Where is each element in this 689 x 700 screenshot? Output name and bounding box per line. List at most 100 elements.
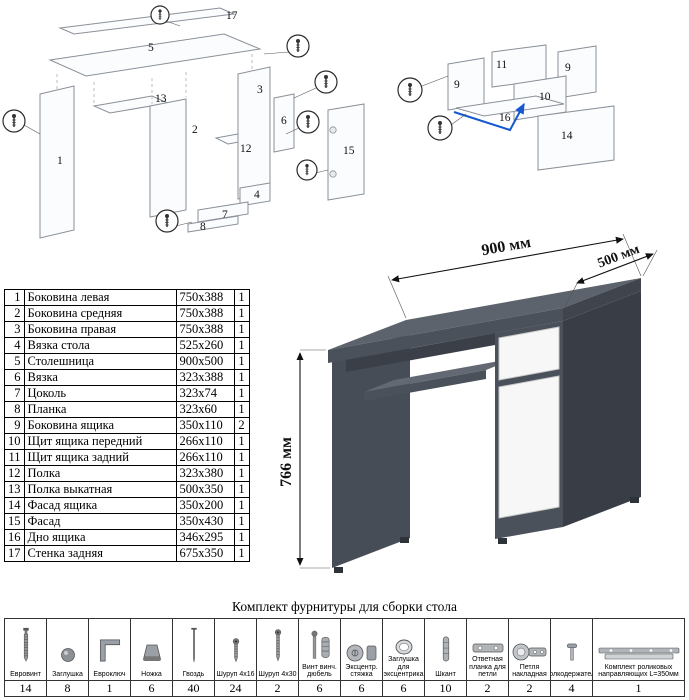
hardware-item-qty: 24 [214,680,257,698]
hex-key-icon [90,627,129,663]
hardware-item-cell: Гвоздь [172,617,215,682]
part-qty: 1 [233,289,250,306]
part-name: Боковина средняя [23,305,177,322]
hardware-item-qty: 6 [298,680,341,698]
hardware-item-qty: 8 [46,680,89,698]
hardware-item-label: Заглушка [52,671,83,679]
part-qty: 1 [233,369,250,386]
shelf-pin-icon [552,627,591,663]
part-number: 16 [4,529,25,546]
drawer-front [498,326,560,381]
part-number: 17 [4,545,25,562]
hinge-marks [329,126,337,178]
part-qty: 1 [233,449,250,466]
part-callout-label: 17 [226,10,238,22]
hardware-item-label: Эксцентр. стяжка [345,663,378,679]
part-size: 750х388 [175,305,235,322]
part-name: Планка [23,401,177,418]
hardware-item-label: Петля накладная [512,663,547,679]
hardware-item-label: Ножка [141,671,162,679]
hardware-item-label: Комплект роликовых направляющих L=350мм [598,663,679,679]
dimension-lines [296,236,654,566]
width-dimension-label: 900 мм [480,234,532,259]
part-size: 323х388 [175,369,235,386]
hardware-kit-table: Евровинт Заглушка Евроключ Ножка Гвоздь Шуруп… [4,617,685,698]
screw-long-icon [258,627,297,663]
drawer-slide-icon [594,627,683,663]
hardware-item-cell: Комплект роликовых направляющих L=350мм [592,617,685,682]
drawer-leader-lines [421,75,467,126]
part-callout-label: 16 [499,112,511,124]
part-qty: 1 [233,385,250,402]
part-name: Вязка [23,369,177,386]
desk-panels-group [39,7,365,239]
hardware-kit-title: Комплект фурнитуры для сборки стола [232,599,457,614]
part-callout-label: 8 [200,221,206,233]
hardware-item-label: Ответная планка для петли [469,656,506,679]
part-size: 900х500 [175,353,235,370]
hardware-item-qty: 1 [88,680,131,698]
hardware-item-cell: Шуруп 4х30 [256,617,299,682]
part-callout-label: 1 [57,155,63,167]
part-callout-label: 12 [240,143,252,155]
part-name: Полка выкатная [23,481,177,498]
cam-lock-icon [342,627,381,663]
hardware-item-qty: 4 [550,680,593,698]
part-callout-label: 11 [496,59,507,71]
part-number: 4 [4,337,25,354]
confirmat-screw-icon [6,627,45,663]
part-name: Боковина правая [23,321,177,338]
hardware-item-cell: Полкодержатель [550,617,593,682]
part-number: 12 [4,465,25,482]
pedestal-side [563,291,641,527]
part-size: 323х60 [175,401,235,418]
hardware-item-label: Гвоздь [182,671,205,679]
height-dimension-label: 766 мм [278,437,295,487]
part-callout-label: 4 [254,189,260,201]
part-callout-label: 9 [454,79,460,91]
part-size: 750х388 [175,289,235,306]
hardware-item-qty: 2 [508,680,551,698]
part-name: Цоколь [23,385,177,402]
bottom-insertion-arrow [453,102,525,132]
part-size: 525х260 [175,337,235,354]
part-size: 675х350 [175,545,235,562]
part-callout-label: 9 [565,62,571,74]
part-number: 15 [4,513,25,530]
desk-3d-view: 900 мм 500 мм 766 мм [278,234,658,573]
callout-leader-lines [23,20,329,227]
hardware-item-label: Евроключ [93,671,126,679]
part-qty: 1 [233,321,250,338]
part-number: 1 [4,289,25,306]
part-name: Вязка стола [23,337,177,354]
bolt-dowel-icon [300,627,339,663]
part-qty: 1 [233,337,250,354]
hinge-plate-icon [468,620,507,656]
hardware-item-qty: 10 [424,680,467,698]
part-name: Щит ящика задний [23,449,177,466]
part-qty: 1 [233,401,250,418]
part-name: Боковина левая [23,289,177,306]
part-number: 8 [4,401,25,418]
hardware-item-cell: Ответная планка для петли [466,617,509,682]
hardware-item-label: Полкодержатель [552,671,592,679]
desktop-top [328,278,641,350]
part-name: Боковина ящика [23,417,177,434]
part-name: Дно ящика [23,529,177,546]
part-name: Щит ящика передний [23,433,177,450]
hinge-icon [510,627,549,663]
hardware-item-label: Евровинт [10,671,41,679]
hardware-item-qty: 40 [172,680,215,698]
cap-icon [48,627,87,663]
